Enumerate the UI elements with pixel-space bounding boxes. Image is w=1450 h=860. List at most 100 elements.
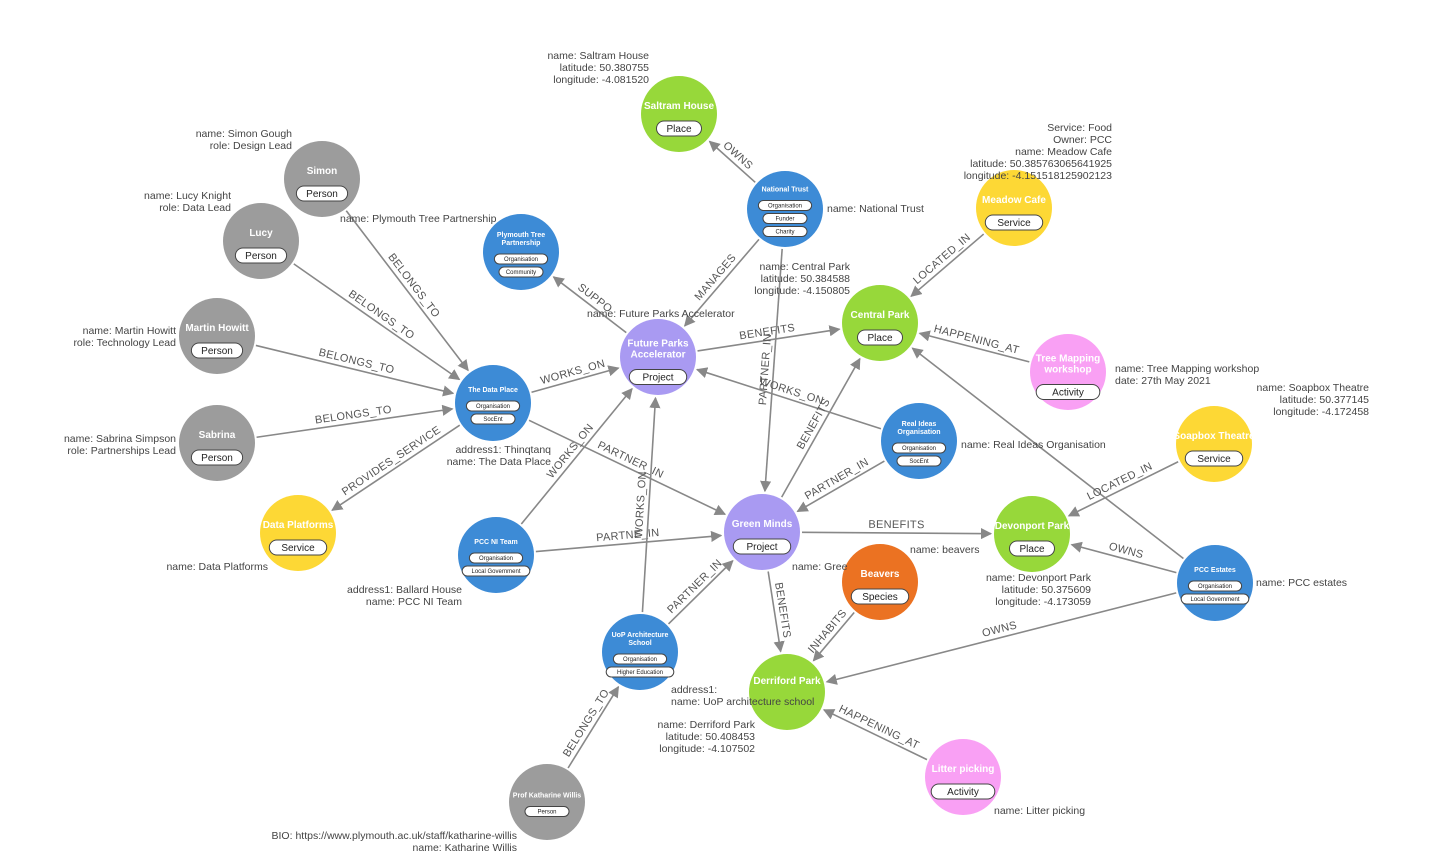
node-label-pill: SocEnt <box>896 455 942 467</box>
node-circle <box>925 739 1001 815</box>
node-ptp[interactable]: Plymouth TreePartnershipOrganisationComm… <box>483 214 559 290</box>
edge-greenminds-devonport[interactable]: BENEFITS <box>801 519 993 540</box>
property-line: Service: Food <box>1047 122 1112 134</box>
edge-label: BELONGS_TO <box>317 347 395 377</box>
node-title: Green Minds <box>732 519 793 530</box>
edge-line <box>520 387 633 525</box>
edge-greenminds-derriford[interactable]: BENEFITS <box>767 571 793 653</box>
node-label-pill: Person <box>234 247 288 264</box>
node-label-text: Organisation <box>623 657 657 663</box>
edge-fpa-ptp[interactable]: SUPPO <box>552 276 627 334</box>
edge-martin-dataplace[interactable]: BELONGS_TO <box>255 344 455 397</box>
node-label-pill: Person <box>295 185 349 202</box>
property-line: longitude: -4.173059 <box>995 596 1091 608</box>
property-line: name: Plymouth Tree Partnership <box>340 213 497 225</box>
node-label-text: Person <box>245 251 277 262</box>
property-line: role: Technology Lead <box>73 337 176 349</box>
edge-rio-fpa[interactable]: WORKS_ON <box>695 367 882 430</box>
node-circle <box>179 298 255 374</box>
edge-line <box>911 347 1184 560</box>
node-label-pill: Activity <box>1035 384 1101 400</box>
node-derriford[interactable]: Derriford Park <box>749 654 825 730</box>
edge-label: WORKS_ON <box>539 358 606 387</box>
node-label-pill: Activity <box>930 783 996 800</box>
property-block-fpa: name: Future Parks Accelerator <box>587 308 735 320</box>
node-label-pill: Organisation <box>465 400 521 412</box>
edge-pccestates-devonport[interactable]: OWNS <box>1070 541 1177 574</box>
edge-ntrust-greenminds[interactable]: PARTNER_IN <box>757 248 783 493</box>
edge-line <box>812 612 855 662</box>
property-line: role: Partnerships Lead <box>67 445 176 457</box>
edge-pccni-greenminds[interactable]: PARTNE_IN <box>535 527 723 553</box>
edge-rio-greenminds[interactable]: PARTNER_IN <box>796 456 885 513</box>
edge-dataplace-fpa[interactable]: WORKS_ON <box>531 358 620 394</box>
node-circle <box>1176 406 1252 482</box>
node-label-pill: Service <box>984 214 1044 231</box>
edge-litter-derriford[interactable]: HAPPENING_AT <box>822 703 928 761</box>
edge-pccestates-centralpark[interactable] <box>911 347 1184 560</box>
property-line: name: PCC NI Team <box>366 596 462 608</box>
node-label-text: Higher Education <box>617 670 663 676</box>
property-line: latitude: 50.408453 <box>666 731 755 743</box>
node-label-text: Service <box>1197 454 1231 465</box>
edge-soapbox-devonport[interactable]: LOCATED_IN <box>1067 460 1179 517</box>
edge-label: OWNS <box>981 619 1018 639</box>
property-line: name: The Data Place <box>447 456 551 468</box>
edge-treemap-centralpark[interactable]: HAPPENING_AT <box>918 323 1030 363</box>
edge-katharine-uop[interactable]: BELONGS_TO <box>561 685 620 769</box>
node-title: Soapbox Theatre <box>1173 431 1255 442</box>
property-line: address1: Ballard House <box>347 584 462 596</box>
edge-line <box>697 325 841 352</box>
edge-line <box>683 238 760 327</box>
node-title: UoP Architecture <box>612 632 669 639</box>
node-uop[interactable]: UoP ArchitectureSchoolOrganisationHigher… <box>602 614 678 690</box>
edge-ntrust-saltram[interactable]: OWNS <box>708 140 756 183</box>
node-circle <box>179 405 255 481</box>
edge-label: PARTNER_IN <box>803 456 871 502</box>
edge-uop-greenminds[interactable]: PARTNER_IN <box>665 557 734 625</box>
node-label-text: Person <box>201 346 233 357</box>
node-label-text: Funder <box>775 217 794 223</box>
edge-dataplace-dataplatforms[interactable]: PROVIDES_SERVICE <box>331 424 461 511</box>
node-circle <box>483 214 559 290</box>
edge-uop-fpa[interactable]: WORKS_ON <box>633 396 661 613</box>
edge-beavers-derriford[interactable]: INHABITS <box>806 607 855 662</box>
edge-meadowcafe-centralpark[interactable]: LOCATED_IN <box>910 231 985 298</box>
edge-line <box>552 276 627 334</box>
node-label-pill: SocEnt <box>470 413 516 425</box>
property-line: date: 27th May 2021 <box>1115 375 1211 387</box>
node-label-pill: Service <box>268 539 328 556</box>
property-line: name: UoP architecture school <box>671 696 814 708</box>
edge-line <box>1070 541 1177 574</box>
edge-simon-dataplace[interactable]: BELONGS_TO <box>345 210 469 372</box>
node-title: Litter picking <box>932 764 995 775</box>
property-line: name: Real Ideas Organisation <box>961 439 1106 451</box>
node-label-text: Place <box>867 333 892 344</box>
node-label-pill: Organisation <box>757 200 813 211</box>
